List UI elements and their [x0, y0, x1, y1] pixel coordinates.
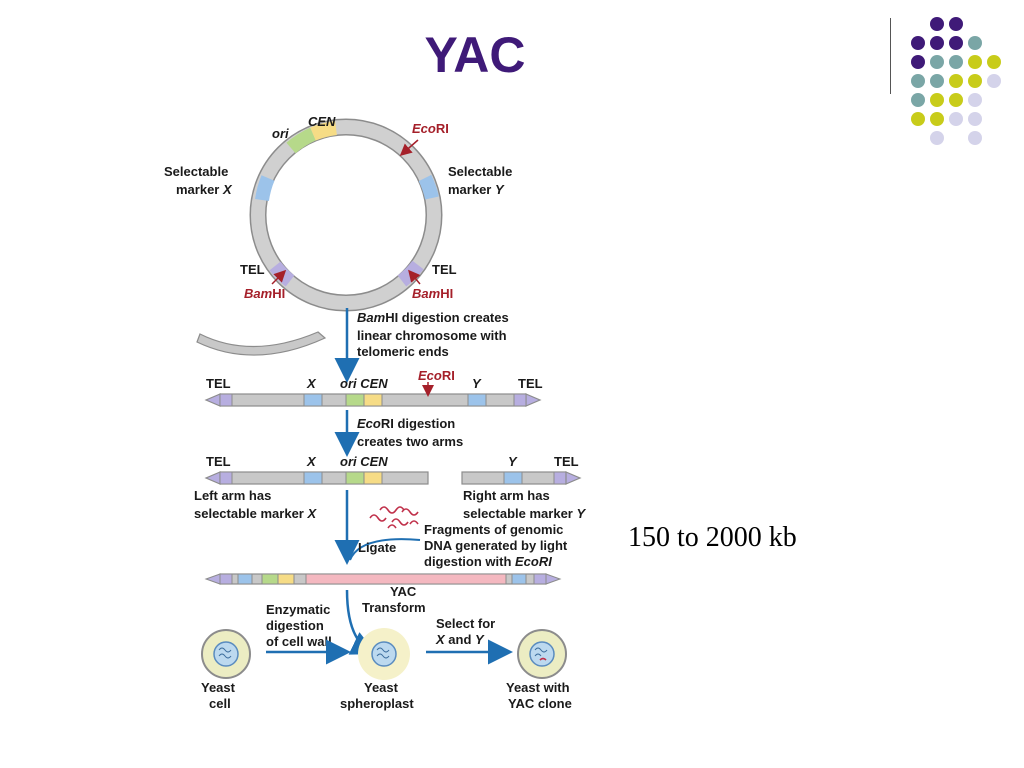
yac-clone-line2: YAC clone	[508, 696, 572, 711]
arms-y: Y	[508, 454, 518, 469]
circle-bamhi-left-label: BamHI	[244, 286, 285, 301]
right-arm	[461, 471, 582, 485]
fragments-line3: digestion with EcoRI	[424, 554, 552, 569]
step2-line2: creates two arms	[357, 434, 463, 449]
spheroplast-line1: Yeast	[364, 680, 399, 695]
decor-dot	[987, 74, 1001, 88]
select-line2: X and Y	[435, 632, 485, 647]
step2-line1: EcoRI digestion	[357, 416, 455, 431]
arms-x: X	[306, 454, 317, 469]
genomic-fragments	[369, 506, 419, 529]
decor-dot	[987, 55, 1001, 69]
circle-tel-right-label: TEL	[432, 262, 457, 277]
yeast-with-yac	[517, 629, 567, 679]
linear-ori-cen: ori CEN	[340, 376, 388, 391]
yeast-spheroplast	[358, 628, 410, 680]
enzymatic-line3: of cell wall	[266, 634, 332, 649]
decor-dot	[930, 93, 944, 107]
linear-ecori: EcoRI	[418, 368, 455, 383]
yeast-cell-line2: cell	[209, 696, 231, 711]
yac-label: YAC	[390, 584, 417, 599]
marker-x-segment	[255, 175, 275, 202]
circle-sel-y-line2: marker Y	[448, 182, 505, 197]
circle-bamhi-right-arrow	[408, 269, 421, 285]
step1-line3: telomeric ends	[357, 344, 449, 359]
slide-title: YAC	[424, 27, 526, 83]
decor-dot	[949, 112, 963, 126]
circle-sel-y-line1: Selectable	[448, 164, 512, 179]
fragments-join-arrow	[349, 538, 421, 561]
spheroplast-line2: spheroplast	[340, 696, 414, 711]
decor-dot	[968, 93, 982, 107]
circle-cen-label: CEN	[308, 114, 336, 129]
step1-line1: BamHI digestion creates	[357, 310, 509, 325]
fragment-arc	[196, 331, 327, 356]
cen-segment	[310, 121, 338, 141]
linear-y: Y	[472, 376, 482, 391]
linear-x: X	[306, 376, 317, 391]
decor-dot	[911, 93, 925, 107]
marker-y-segment	[418, 174, 439, 200]
enzymatic-line1: Enzymatic	[266, 602, 330, 617]
circle-sel-x-line1: Selectable	[164, 164, 228, 179]
yeast-cell	[201, 629, 251, 679]
left-arm-line1: Left arm has	[194, 488, 271, 503]
decor-dot	[911, 74, 925, 88]
right-arm-line1: Right arm has	[463, 488, 550, 503]
size-range-note: 150 to 2000 kb	[628, 522, 797, 553]
linear-tel-right: TEL	[518, 376, 543, 391]
decorative-dot-grid	[911, 17, 1001, 145]
left-arm-line2: selectable marker X	[194, 506, 317, 521]
decor-dot	[968, 36, 982, 50]
linear-tel-left: TEL	[206, 376, 231, 391]
fragments-line1: Fragments of genomic	[424, 522, 563, 537]
ori-segment	[286, 127, 317, 154]
decor-dot	[968, 112, 982, 126]
select-line1: Select for	[436, 616, 495, 631]
ligate-label: Ligate	[358, 540, 396, 555]
transform-label: Transform	[362, 600, 426, 615]
circular-yac-vector: ori CEN EcoRI Selectable marker X Select…	[164, 114, 512, 312]
decor-dot	[930, 131, 944, 145]
circle-tel-left-label: TEL	[240, 262, 265, 277]
decor-dot	[930, 36, 944, 50]
circle-sel-x-line2: marker X	[176, 182, 233, 197]
enzymatic-line2: digestion	[266, 618, 324, 633]
dot-grid	[911, 17, 1001, 145]
decor-dot	[949, 93, 963, 107]
arms-tel-right: TEL	[554, 454, 579, 469]
fragments-line2: DNA generated by light	[424, 538, 568, 553]
decor-dot	[949, 17, 963, 31]
decor-dot	[930, 74, 944, 88]
linear-chromosome	[204, 393, 542, 407]
circle-ori-label: ori	[272, 126, 289, 141]
decor-dot	[968, 74, 982, 88]
circle-ecori-arrow	[399, 139, 419, 156]
left-arm	[204, 471, 429, 485]
circle-ecori-label: EcoRI	[412, 121, 449, 136]
decor-dot	[949, 36, 963, 50]
yac-clone-line1: Yeast with	[506, 680, 570, 695]
right-arm-line2: selectable marker Y	[463, 506, 586, 521]
decor-dot	[949, 74, 963, 88]
circle-bamhi-right-label: BamHI	[412, 286, 453, 301]
circle-bamhi-left-arrow	[271, 269, 287, 285]
decor-dot	[968, 55, 982, 69]
decor-dot	[911, 55, 925, 69]
yeast-cell-line1: Yeast	[201, 680, 236, 695]
decor-dot	[911, 112, 925, 126]
decor-dot	[949, 55, 963, 69]
yac-construct	[204, 573, 562, 585]
decor-dot	[911, 36, 925, 50]
divider-line	[890, 18, 891, 94]
arms-ori-cen: ori CEN	[340, 454, 388, 469]
arms-tel-left: TEL	[206, 454, 231, 469]
decor-dot	[930, 55, 944, 69]
step1-line2: linear chromosome with	[357, 328, 507, 343]
decor-dot	[930, 17, 944, 31]
decor-dot	[968, 131, 982, 145]
decor-dot	[930, 112, 944, 126]
